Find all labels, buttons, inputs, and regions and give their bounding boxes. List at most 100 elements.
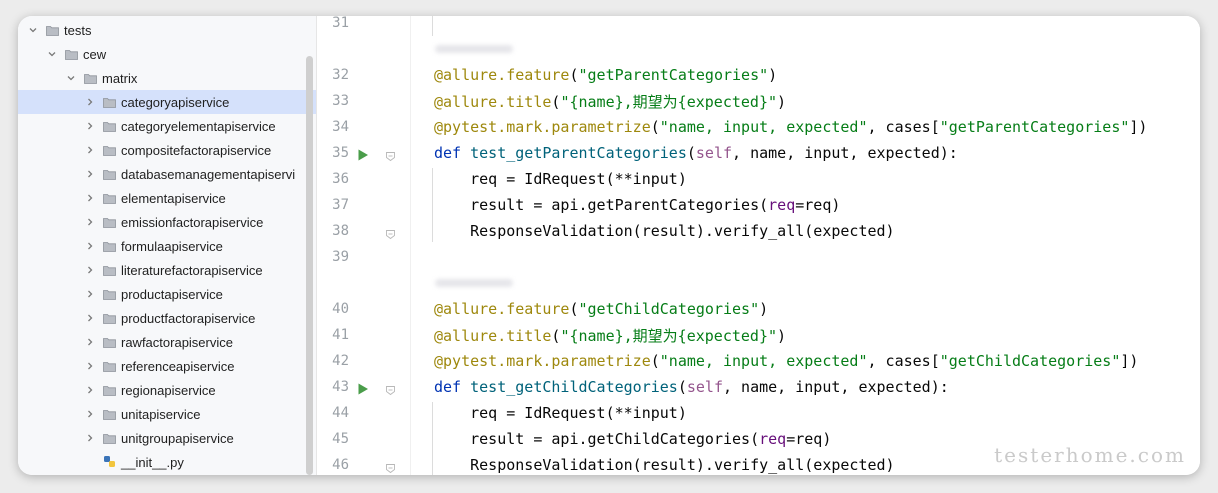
chevron-right-icon[interactable] — [83, 407, 97, 421]
code-token: ( — [686, 144, 696, 162]
chevron-right-icon[interactable] — [83, 359, 97, 373]
tree-item-label: regionapiservice — [121, 382, 216, 398]
code-line[interactable]: 32@allure.feature("getParentCategories") — [317, 62, 1200, 88]
code-editor[interactable]: 31 32@allure.feature("getParentCategories… — [317, 16, 1200, 475]
run-test-icon[interactable] — [357, 381, 369, 395]
code-line[interactable]: 33@allure.title("{name},期望为{expected}") — [317, 88, 1200, 114]
code-line[interactable]: 34@pytest.mark.parametrize("name, input,… — [317, 114, 1200, 140]
tree-item[interactable]: unitgroupapiservice — [18, 426, 316, 450]
code-line[interactable]: 46 ResponseValidation(result).verify_all… — [317, 452, 1200, 475]
chevron-right-icon[interactable] — [83, 263, 97, 277]
code-text: @allure.feature("getChildCategories") — [434, 300, 768, 318]
tree-item[interactable]: rawfactorapiservice — [18, 330, 316, 354]
chevron-right-icon[interactable] — [83, 167, 97, 181]
chevron-right-icon[interactable] — [83, 239, 97, 253]
tree-item[interactable]: tests — [18, 18, 312, 42]
code-text: def test_getChildCategories(self, name, … — [434, 378, 949, 396]
code-token: =req) — [786, 430, 832, 448]
chevron-right-icon[interactable] — [83, 431, 97, 445]
tree-item[interactable]: formulaapiservice — [18, 234, 316, 258]
chevron-down-icon[interactable] — [64, 71, 78, 85]
fold-icon[interactable] — [385, 460, 396, 473]
code-line[interactable]: 41@allure.title("{name},期望为{expected}") — [317, 322, 1200, 348]
code-token: ]) — [1120, 352, 1139, 370]
folder-icon — [84, 73, 97, 84]
code-token: test_getChildCategories — [470, 378, 678, 396]
code-token: test_getParentCategories — [470, 144, 687, 162]
tree-item[interactable]: elementapiservice — [18, 186, 316, 210]
tree-item[interactable]: __init__.py — [18, 450, 316, 474]
gutter-separator — [410, 16, 411, 475]
folder-icon — [103, 193, 116, 204]
tree-item[interactable]: regionapiservice — [18, 378, 316, 402]
code-line[interactable]: 37 result = api.getParentCategories(req=… — [317, 192, 1200, 218]
folder-icon — [103, 433, 116, 444]
tree-item[interactable]: compositefactorapiservice — [18, 138, 316, 162]
fold-icon[interactable] — [385, 382, 396, 395]
tree-item[interactable]: referenceapiservice — [18, 354, 316, 378]
line-number: 35 — [332, 145, 349, 161]
panel-divider[interactable] — [316, 16, 317, 475]
chevron-down-icon[interactable] — [45, 47, 59, 61]
tree-item[interactable]: productapiservice — [18, 282, 316, 306]
chevron-right-icon[interactable] — [83, 383, 97, 397]
run-test-icon[interactable] — [357, 147, 369, 161]
python-file-icon — [103, 455, 117, 469]
code-token: , cases[ — [867, 352, 940, 370]
folder-icon — [103, 265, 116, 276]
chevron-right-icon[interactable] — [83, 215, 97, 229]
code-token: "getChildCategories" — [939, 352, 1121, 370]
chevron-right-icon[interactable] — [83, 191, 97, 205]
code-line[interactable]: 45 result = api.getChildCategories(req=r… — [317, 426, 1200, 452]
chevron-right-icon[interactable] — [83, 143, 97, 157]
code-text: @pytest.mark.parametrize("name, input, e… — [434, 118, 1147, 136]
tree-item[interactable]: productfactorapiservice — [18, 306, 316, 330]
code-line[interactable]: 36 req = IdRequest(**input) — [317, 166, 1200, 192]
tree-item[interactable]: matrix — [18, 66, 316, 90]
code-token: ( — [569, 66, 579, 84]
chevron-right-icon[interactable] — [83, 95, 97, 109]
tree-item-label: elementapiservice — [121, 190, 226, 206]
folder-icon — [103, 385, 116, 396]
code-line[interactable]: 40@allure.feature("getChildCategories") — [317, 296, 1200, 322]
code-token: @pytest.mark.parametrize — [434, 352, 651, 370]
indent-guide — [432, 168, 433, 242]
code-token: "{name},期望为{expected}" — [560, 326, 778, 345]
folder-icon — [103, 337, 116, 348]
code-token: =req) — [795, 196, 841, 214]
code-text: ResponseValidation(result).verify_all(ex… — [434, 222, 895, 240]
code-line[interactable]: 38 ResponseValidation(result).verify_all… — [317, 218, 1200, 244]
code-line[interactable]: 39 — [317, 244, 1200, 270]
fold-icon[interactable] — [385, 148, 396, 161]
chevron-right-icon[interactable] — [83, 335, 97, 349]
fold-icon[interactable] — [385, 226, 396, 239]
tree-item[interactable]: databasemanagementapiservi — [18, 162, 316, 186]
tree-item[interactable]: categoryelementapiservice — [18, 114, 316, 138]
code-token: ResponseValidation(result).verify_all(ex… — [434, 222, 895, 240]
tree-item[interactable]: literaturefactorapiservice — [18, 258, 316, 282]
chevron-down-icon[interactable] — [26, 23, 40, 37]
tree-item[interactable]: categoryapiservice — [18, 90, 316, 114]
code-line[interactable]: 31 — [317, 16, 1200, 36]
line-number: 39 — [332, 249, 349, 265]
code-line[interactable]: 42 @pytest.mark.parametrize("name, input,… — [317, 348, 1200, 374]
project-tree-scrollbar[interactable] — [306, 56, 313, 475]
code-text: @pytest.mark.parametrize("name, input, e… — [434, 352, 1138, 370]
code-token: @allure.feature — [434, 66, 570, 84]
tree-item-label: unitapiservice — [121, 406, 201, 422]
code-token: ( — [569, 300, 579, 318]
code-token: , name, input, expected): — [723, 378, 949, 396]
tree-item[interactable]: emissionfactorapiservice — [18, 210, 316, 234]
code-token: ) — [777, 92, 787, 111]
tree-item[interactable]: unitapiservice — [18, 402, 316, 426]
chevron-right-icon[interactable] — [83, 119, 97, 133]
code-line[interactable]: 44 req = IdRequest(**input) — [317, 400, 1200, 426]
line-number: 42 — [332, 353, 349, 369]
tree-item[interactable]: cew — [18, 42, 316, 66]
chevron-right-icon[interactable] — [83, 311, 97, 325]
chevron-right-icon[interactable] — [83, 287, 97, 301]
tree-item-label: emissionfactorapiservice — [121, 214, 264, 230]
